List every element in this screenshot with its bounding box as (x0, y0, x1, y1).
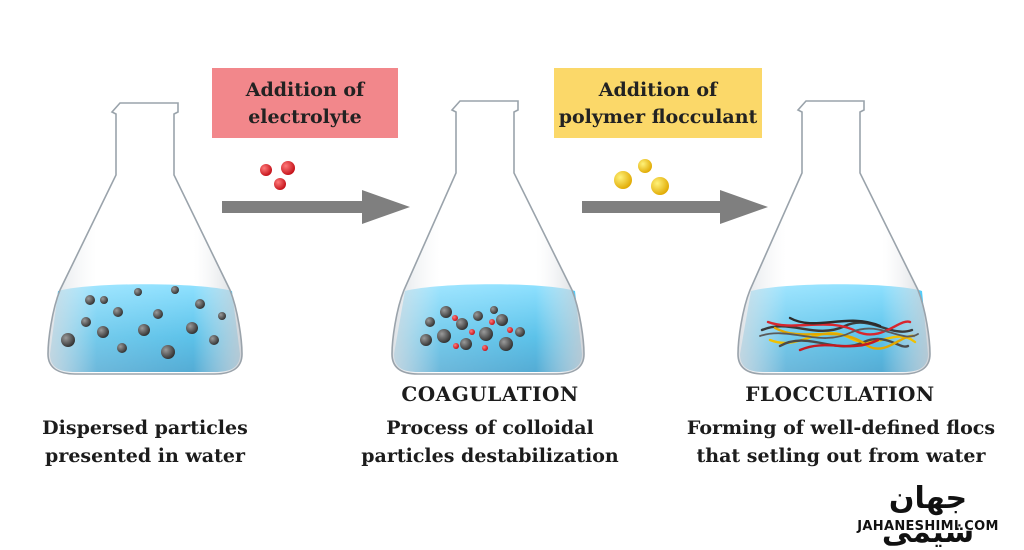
electrolyte-step-box: Addition of electrolyte (212, 68, 398, 138)
logo-persian-text: جهان شیمی (881, 481, 975, 550)
electrolyte-drops (260, 161, 295, 190)
flask-glass-2 (391, 100, 585, 375)
coagulation-title: COAGULATION (401, 382, 579, 406)
coagulated-cluster (420, 306, 525, 351)
logo-english-text: JAHANESHIMI.COM (857, 519, 999, 534)
flocculation-title: FLOCCULATION (745, 382, 935, 406)
flask-dispersed (47, 102, 243, 375)
flask-glass-3 (737, 100, 931, 375)
floc-mass (759, 316, 919, 352)
particle-cluster (61, 286, 226, 359)
flask-coagulation (391, 100, 585, 375)
electrolyte-box-line-1: Addition of (245, 79, 365, 101)
coagulation-caption: Process of colloidal particles destabili… (340, 414, 640, 470)
flask-flocculation (737, 100, 931, 375)
arrow-2 (582, 190, 768, 224)
arrow-1 (222, 190, 410, 224)
flocculation-desc-line-1: Forming of well-defined flocs (686, 417, 996, 439)
flocculant-drops (614, 159, 669, 195)
flask-glass-1 (47, 102, 243, 375)
flocculation-caption: Forming of well-defined flocs that setli… (676, 414, 1006, 470)
electrolyte-box-line-2: electrolyte (248, 106, 362, 128)
coagulation-desc-line-2: particles destabilization (361, 445, 619, 467)
dispersed-desc-line-2: presented in water (45, 445, 245, 467)
flocculant-box-line-1: Addition of (598, 79, 718, 101)
flocculant-box-line-2: polymer flocculant (558, 106, 758, 128)
flocculation-desc-line-2: that setling out from water (696, 445, 986, 467)
dispersed-desc-line-1: Dispersed particles (42, 417, 248, 439)
coagulation-desc-line-1: Process of colloidal (386, 417, 594, 439)
flocculant-step-box: Addition of polymer flocculant (554, 68, 762, 138)
flocculant-box-bg (554, 68, 762, 138)
dispersed-caption: Dispersed particles presented in water (20, 414, 270, 470)
electrolyte-box-bg (212, 68, 398, 138)
